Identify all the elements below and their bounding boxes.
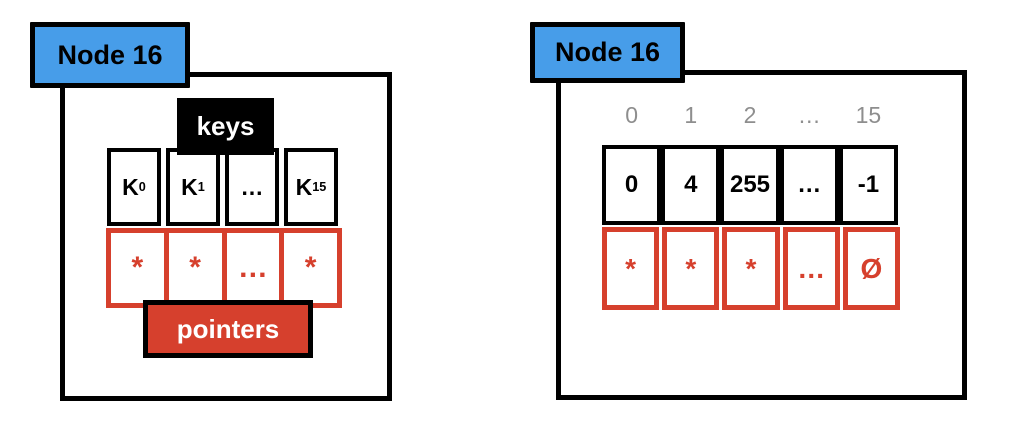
pointer-cell: * bbox=[279, 228, 342, 308]
key-cell: -1 bbox=[838, 145, 899, 225]
key-cell-text: K bbox=[122, 173, 139, 200]
index-label: … bbox=[797, 101, 821, 128]
key-cell: … bbox=[779, 145, 839, 225]
key-cell-text: K bbox=[181, 173, 198, 200]
pointer-cell: … bbox=[782, 227, 840, 310]
pointer-cell: * bbox=[106, 228, 169, 308]
pointer-cell: * bbox=[722, 227, 780, 310]
pointer-cell: … bbox=[221, 228, 285, 308]
key-cell-text: … bbox=[240, 173, 264, 200]
left-node-badge: Node 16 bbox=[30, 22, 190, 88]
index-label: 1 bbox=[684, 101, 698, 128]
key-cell: 4 bbox=[661, 145, 721, 225]
left-pointer-row: * * … * bbox=[106, 228, 342, 308]
index-label: 15 bbox=[855, 101, 882, 128]
right-key-row: 0 4 255 … -1 bbox=[602, 145, 899, 225]
index-label: 0 bbox=[625, 101, 638, 128]
right-pointer-row: * * * … Ø bbox=[602, 227, 901, 310]
key-cell-text: K bbox=[295, 173, 313, 200]
right-node-badge: Node 16 bbox=[530, 22, 685, 83]
null-pointer-cell: Ø bbox=[842, 227, 901, 310]
pointer-cell: * bbox=[602, 227, 660, 310]
pointer-cell: * bbox=[163, 228, 227, 308]
key-cell: 0 bbox=[602, 145, 662, 225]
pointer-cell: * bbox=[662, 227, 720, 310]
index-label: 2 bbox=[743, 101, 757, 128]
pointers-label: pointers bbox=[143, 300, 313, 358]
key-cell: 255 bbox=[720, 145, 780, 225]
index-label-row: 0 1 2 … 15 bbox=[602, 100, 898, 130]
keys-label: keys bbox=[177, 98, 274, 155]
key-cell: … bbox=[225, 148, 279, 226]
